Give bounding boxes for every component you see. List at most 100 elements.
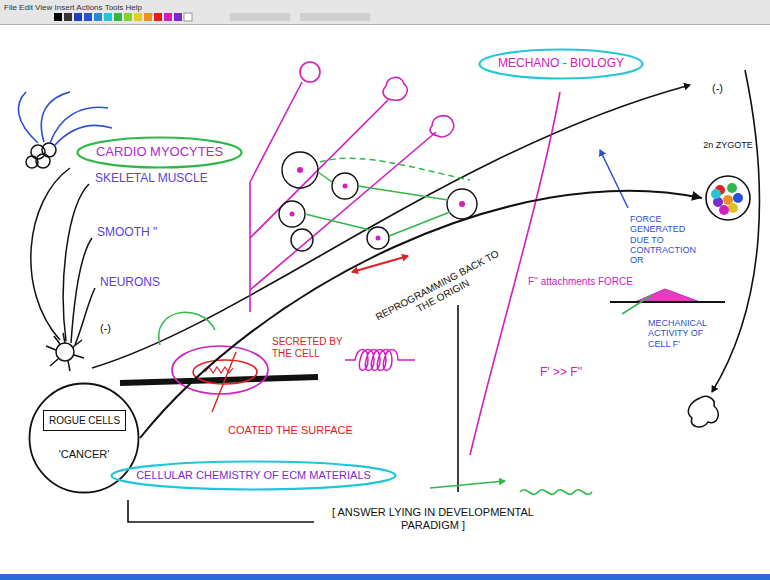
node-outline: [28, 382, 140, 494]
circle-outline: [30, 384, 139, 493]
arrow-line: [600, 150, 628, 208]
spring-symbol: [345, 350, 415, 371]
color-swatch: [114, 13, 122, 21]
cell-outline: [447, 189, 477, 219]
arrow-head: [691, 191, 702, 201]
cell-cluster-sketch: [26, 143, 56, 168]
arrow-line: [430, 481, 505, 488]
cell-outline: [56, 343, 74, 361]
taskbar: [0, 574, 770, 580]
oval-outline: [480, 50, 643, 79]
signal-arc: [54, 125, 112, 146]
color-swatch: [164, 13, 172, 21]
junction-line: [305, 214, 370, 230]
nucleus: [297, 167, 303, 173]
toolbar-border: [0, 24, 770, 25]
color-swatch: [154, 13, 162, 21]
sign-label: (-): [100, 322, 111, 335]
differentiation-curve: [712, 70, 759, 392]
cell-outline: [282, 152, 318, 188]
cell-outline: [279, 201, 305, 227]
cell-outline: [26, 156, 38, 168]
topic-oval: MECHANO - BIOLOGY: [478, 48, 644, 80]
link-line: [250, 100, 388, 238]
sign-label: (-): [712, 82, 723, 95]
lineage-line: [75, 288, 95, 345]
cell-outline: [430, 116, 454, 137]
node-text: CELLULAR CHEMISTRY OF ECM MATERIALS: [136, 469, 371, 482]
cell-outline: [291, 229, 313, 251]
signal-arc: [18, 92, 38, 143]
lineage-curve: [92, 85, 690, 368]
node-text: CARDIO MYOCYTES: [96, 145, 223, 160]
color-swatch: [124, 13, 132, 21]
color-swatch: [94, 13, 102, 21]
node-text: MECHANO - BIOLOGY: [498, 57, 624, 71]
color-swatch: [184, 13, 192, 21]
chromosome-dot: [711, 189, 721, 199]
cell-type-oval: CARDIO MYOCYTES: [76, 136, 243, 169]
cell-cluster: [279, 152, 477, 251]
chromosome-dot: [728, 203, 738, 213]
node-text: 'CANCER': [28, 448, 140, 461]
force-line: [622, 295, 652, 314]
link-line: [250, 132, 436, 290]
nucleus: [343, 184, 348, 189]
toolbar-bar: [0, 0, 770, 24]
zygote-cell: 2n ZYGOTE: [702, 140, 754, 224]
nucleus: [290, 212, 295, 217]
force-relation: F' >> F'': [540, 366, 582, 380]
annotation-note: SECRETED BY THE CELL: [272, 336, 352, 359]
node-outline: [702, 140, 754, 224]
color-swatch: [144, 13, 152, 21]
cell-type-label: SKELETAL MUSCLE: [95, 172, 208, 186]
annotation-note: COATED THE SURFACE: [228, 424, 353, 437]
chromosome-dot: [727, 183, 737, 193]
cell-type-label: SMOOTH ": [97, 226, 157, 240]
link-line: [249, 182, 251, 312]
color-swatch: [54, 13, 62, 21]
annotation-note: FORCE GENERATED DUE TO CONTRACTION OR: [630, 214, 700, 266]
cell-outline: [300, 62, 320, 82]
junction-line: [320, 158, 470, 180]
node-text: 2n ZYGOTE: [702, 140, 754, 150]
cell-type-label: NEURONS: [100, 276, 160, 290]
differentiated-cell: [688, 396, 718, 427]
fibre-squiggle: [520, 490, 592, 495]
substrate-line: [610, 301, 725, 303]
lineage-lines: [31, 168, 95, 345]
force-label: F'' attachments FORCE: [528, 276, 633, 288]
junction-line: [159, 312, 215, 345]
junction-line: [389, 212, 450, 236]
color-swatch: [104, 13, 112, 21]
chromosome-dot: [719, 205, 729, 215]
signal-arcs: [18, 92, 112, 146]
nucleus: [459, 201, 465, 207]
conclusion-note: [ ANSWER LYING IN DEVELOPMENTAL PARADIGM…: [318, 506, 548, 531]
color-swatch: [134, 13, 142, 21]
annotation-note: MECHANICAL ACTIVITY OF CELL F': [648, 318, 728, 349]
node-text: ROGUE CELLS: [49, 415, 120, 427]
oval-outline: [112, 462, 396, 490]
cell-outline: [383, 77, 407, 100]
lineage-connector: [140, 191, 702, 438]
cell-outline: [367, 227, 389, 249]
menu-bar-text: File Edit View Insert Actions Tools Help: [4, 3, 142, 12]
color-swatch: [84, 13, 92, 21]
cancer-circle: 'CANCER' ROGUE CELLS: [28, 382, 140, 494]
link-line: [250, 82, 302, 182]
topic-oval: CELLULAR CHEMISTRY OF ECM MATERIALS: [110, 460, 397, 491]
nucleus: [376, 236, 381, 241]
substrate-bar: [120, 377, 318, 383]
toolbar-tools: [300, 13, 370, 21]
zygote-outline: [706, 176, 750, 220]
oval-outline: [78, 138, 242, 168]
junction-line: [318, 172, 332, 182]
annotation-note: REPROGRAMMING BACK TO THE ORIGIN: [373, 247, 507, 333]
toolbar-swatches: [54, 13, 370, 21]
cell-junctions: [159, 158, 470, 345]
junction-line: [358, 186, 448, 200]
